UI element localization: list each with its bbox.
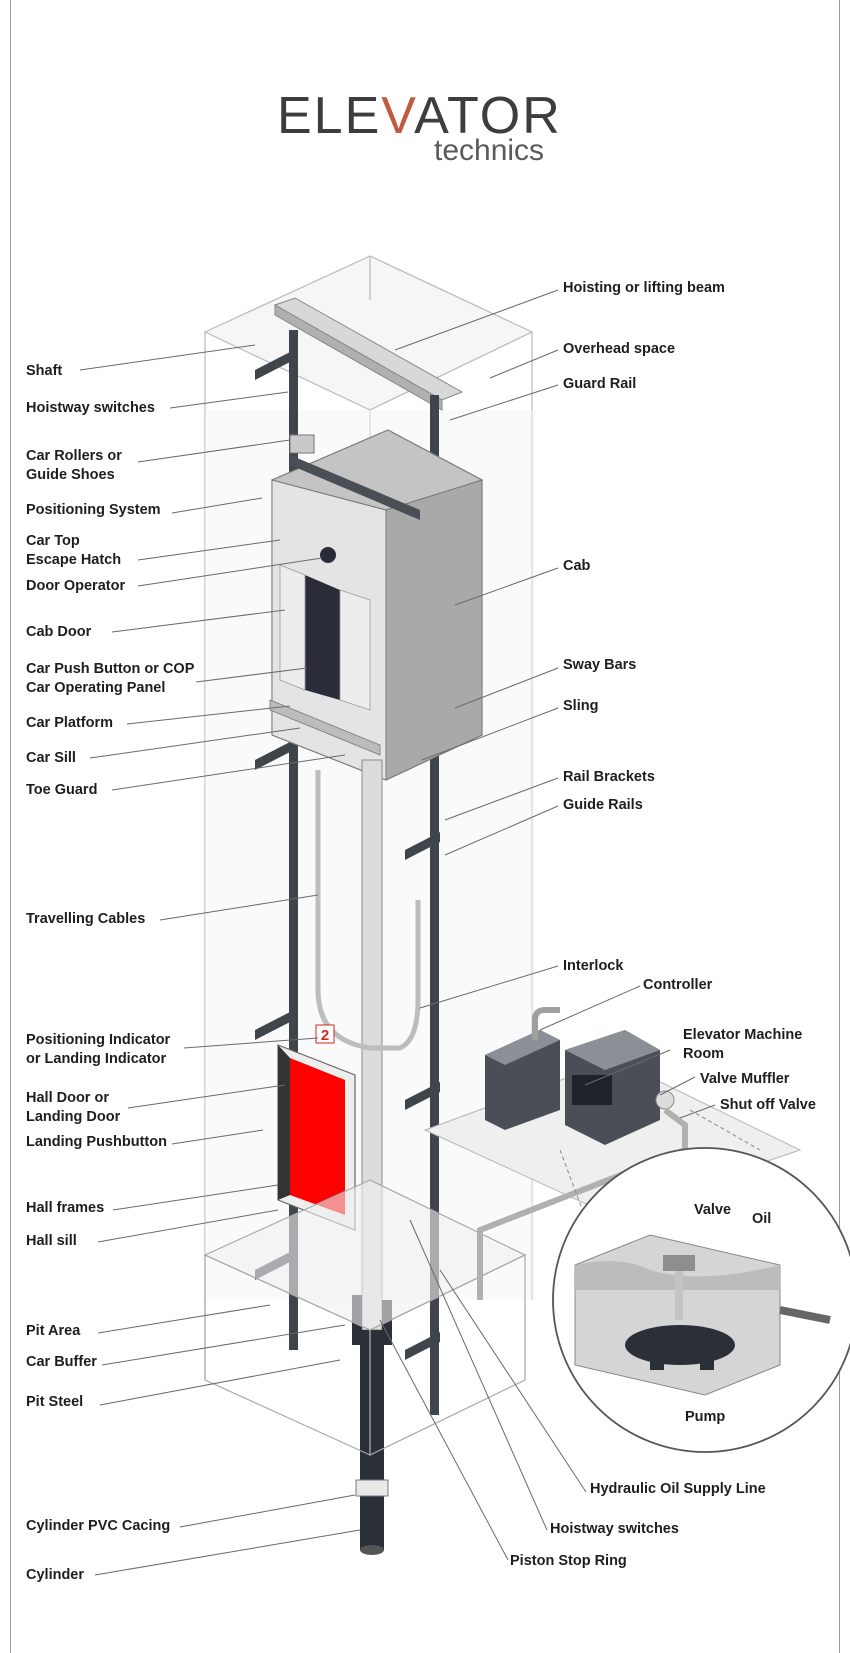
label-machine-room-line1: Elevator Machine — [683, 1027, 803, 1043]
leader-lines-right — [379, 289, 716, 1561]
label-hoistway-switches-top: Hoistway switches — [26, 400, 155, 416]
hoisting-beam — [273, 297, 464, 411]
label-hoistway-switches-bottom: Hoistway switches — [550, 1521, 679, 1537]
label-shaft: Shaft — [26, 363, 63, 379]
label-pump: Pump — [685, 1409, 726, 1425]
label-hall-sill: Hall sill — [26, 1233, 77, 1249]
floor-number: 2 — [321, 1027, 329, 1044]
label-travelling-cables: Travelling Cables — [26, 911, 146, 927]
label-car-top-line1: Car Top — [26, 533, 80, 549]
hall-door: 2 — [277, 1024, 356, 1231]
label-car-sill: Car Sill — [26, 750, 76, 766]
label-hall-door: Hall Door or Landing Door — [26, 1089, 120, 1127]
label-hoisting-beam: Hoisting or lifting beam — [563, 280, 725, 296]
label-controller: Controller — [643, 977, 713, 993]
pump-inset — [552, 1109, 850, 1453]
label-valve: Valve — [694, 1202, 732, 1218]
label-oil: Oil — [752, 1211, 772, 1227]
brand-name-accent: V — [381, 87, 415, 145]
label-cop: Car Push Button or COP Car Operating Pan… — [26, 660, 194, 698]
label-car-platform: Car Platform — [26, 715, 114, 731]
travelling-cable — [315, 770, 421, 1051]
label-car-buffer: Car Buffer — [26, 1354, 97, 1370]
label-car-top: Car Top Escape Hatch — [26, 532, 121, 570]
label-cylinder: Cylinder — [26, 1567, 85, 1583]
label-cab-door: Cab Door — [26, 624, 92, 640]
label-guide-rails: Guide Rails — [563, 797, 643, 813]
label-sway-bars: Sway Bars — [563, 657, 637, 673]
label-guard-rail: Guard Rail — [563, 376, 637, 392]
label-rail-brackets: Rail Brackets — [563, 769, 655, 785]
cab — [269, 429, 484, 781]
label-car-rollers-line2: Guide Shoes — [26, 467, 115, 483]
label-positioning-system: Positioning System — [26, 502, 161, 518]
label-car-rollers-line1: Car Rollers or — [26, 448, 122, 464]
label-toe-guard: Toe Guard — [26, 782, 98, 798]
pit — [203, 1179, 527, 1456]
brand-name: ELEVATOR — [277, 90, 562, 142]
label-machine-room: Elevator Machine Room — [683, 1026, 802, 1064]
label-overhead-space: Overhead space — [563, 341, 676, 357]
label-machine-room-line2: Room — [683, 1046, 725, 1062]
label-car-top-line2: Escape Hatch — [26, 552, 122, 568]
label-hall-door-line2: Landing Door — [26, 1109, 121, 1125]
label-pit-area: Pit Area — [26, 1323, 81, 1339]
label-valve-muffler: Valve Muffler — [700, 1071, 790, 1087]
label-door-operator: Door Operator — [26, 578, 126, 594]
label-hall-frames: Hall frames — [26, 1200, 105, 1216]
brand-name-part2: ATOR — [414, 87, 562, 145]
label-cop-line2: Car Operating Panel — [26, 680, 166, 696]
label-hydraulic-line: Hydraulic Oil Supply Line — [590, 1481, 766, 1497]
label-positioning-indicator-line2: or Landing Indicator — [26, 1051, 167, 1067]
label-cylinder-pvc: Cylinder PVC Cacing — [26, 1518, 171, 1534]
leader-lines — [79, 344, 361, 1576]
label-hall-door-line1: Hall Door or — [26, 1090, 109, 1106]
label-cop-line1: Car Push Button or COP — [26, 661, 195, 677]
page-frame — [10, 0, 840, 1653]
label-interlock: Interlock — [563, 958, 624, 974]
label-shut-off-valve: Shut off Valve — [720, 1097, 816, 1113]
label-landing-pushbutton: Landing Pushbutton — [26, 1134, 167, 1150]
label-car-rollers: Car Rollers or Guide Shoes — [26, 447, 122, 485]
brand-logo: ELEVATOR technics — [0, 40, 850, 166]
label-cab: Cab — [563, 558, 591, 574]
label-piston-stop-ring: Piston Stop Ring — [510, 1553, 627, 1569]
brand-tagline: technics — [434, 134, 545, 167]
label-positioning-indicator-line1: Positioning Indicator — [26, 1032, 171, 1048]
label-sling: Sling — [563, 698, 599, 714]
label-positioning-indicator: Positioning Indicator or Landing Indicat… — [26, 1031, 170, 1069]
label-pit-steel: Pit Steel — [26, 1394, 84, 1410]
brand-name-part1: ELE — [277, 87, 382, 145]
